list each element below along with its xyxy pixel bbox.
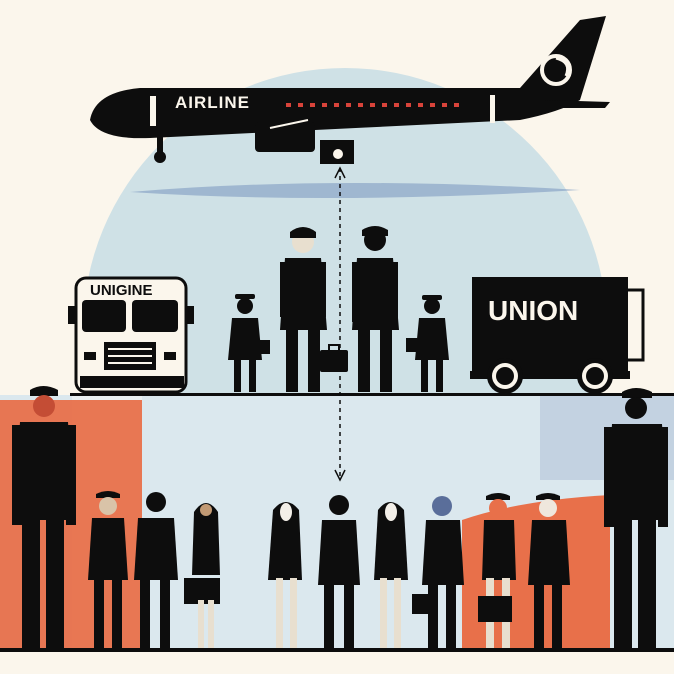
airplane-label: AIRLINE <box>175 93 250 112</box>
arrow-head-bottom <box>334 469 346 482</box>
airplane-icon <box>90 16 610 164</box>
arrow-head-top <box>334 166 346 179</box>
truck-icon <box>470 277 645 394</box>
floor-line <box>0 648 674 652</box>
bus-icon <box>68 276 194 394</box>
truck-label: UNION <box>488 295 578 326</box>
pilot-right <box>604 388 668 648</box>
platform-line <box>70 393 674 396</box>
briefcase-icon <box>320 350 348 372</box>
contrail <box>130 182 580 199</box>
bus-label: UNIGINE <box>90 282 153 299</box>
crew-upper <box>228 226 449 392</box>
crew-lower <box>88 491 570 648</box>
pilot-left <box>12 386 76 648</box>
